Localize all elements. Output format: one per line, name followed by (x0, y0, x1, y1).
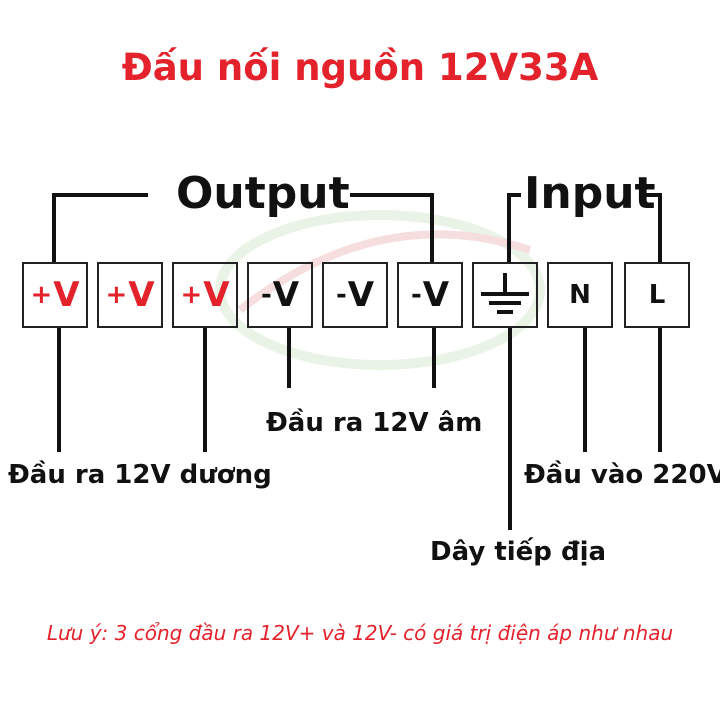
leader-negative-1 (287, 328, 291, 388)
terminal-positive-1: +V (22, 262, 88, 328)
terminal-live: L (624, 262, 690, 328)
terminal-ground (472, 262, 538, 328)
terminal-sign: + (180, 280, 203, 310)
leader-positive-3 (203, 328, 207, 452)
terminal-sign: - (260, 280, 272, 310)
terminal-negative-2: -V (322, 262, 388, 328)
note-text: Lưu ý: 3 cổng đầu ra 12V+ và 12V- có giá… (46, 621, 674, 645)
output-bracket-right-vertical (430, 193, 434, 262)
terminal-label: V (422, 275, 450, 315)
input-bracket-right-horizontal (640, 193, 662, 197)
terminal-negative-3: -V (397, 262, 463, 328)
page-title: Đấu nối nguồn 12V33A (121, 46, 599, 89)
terminal-sign: + (105, 280, 128, 310)
input-label: Input (524, 168, 656, 219)
output-bracket-left-vertical (52, 193, 56, 262)
terminal-label: V (272, 275, 300, 315)
terminal-label: V (128, 275, 155, 315)
ground-icon (481, 273, 529, 314)
label-input: Đầu vào 220V (524, 460, 720, 490)
label-negative-output: Đầu ra 12V âm (266, 408, 483, 438)
label-ground: Dây tiếp địa (430, 537, 607, 567)
terminal-sign: - (335, 280, 347, 310)
terminal-label: V (53, 275, 80, 315)
leader-ground (508, 328, 512, 530)
output-label: Output (176, 168, 350, 219)
terminal-positive-3: +V (172, 262, 238, 328)
label-positive-output: Đầu ra 12V dương (8, 460, 272, 490)
terminal-label: N (569, 280, 591, 310)
input-bracket-left-horizontal (507, 193, 521, 197)
terminal-sign: + (30, 280, 53, 310)
terminal-label: L (648, 280, 666, 310)
watermark-logo (215, 210, 545, 370)
leader-negative-3 (432, 328, 436, 388)
input-bracket-left-vertical (507, 193, 511, 262)
leader-live (658, 328, 662, 452)
terminal-neutral: N (547, 262, 613, 328)
leader-neutral (583, 328, 587, 452)
input-bracket-right-vertical (658, 193, 662, 262)
terminal-negative-1: -V (247, 262, 313, 328)
terminal-positive-2: +V (97, 262, 163, 328)
terminal-label: V (203, 275, 230, 315)
terminal-sign: - (410, 280, 422, 310)
leader-positive-1 (57, 328, 61, 452)
output-bracket-left-horizontal (52, 193, 148, 197)
terminal-label: V (347, 275, 375, 315)
output-bracket-right-horizontal (350, 193, 434, 197)
